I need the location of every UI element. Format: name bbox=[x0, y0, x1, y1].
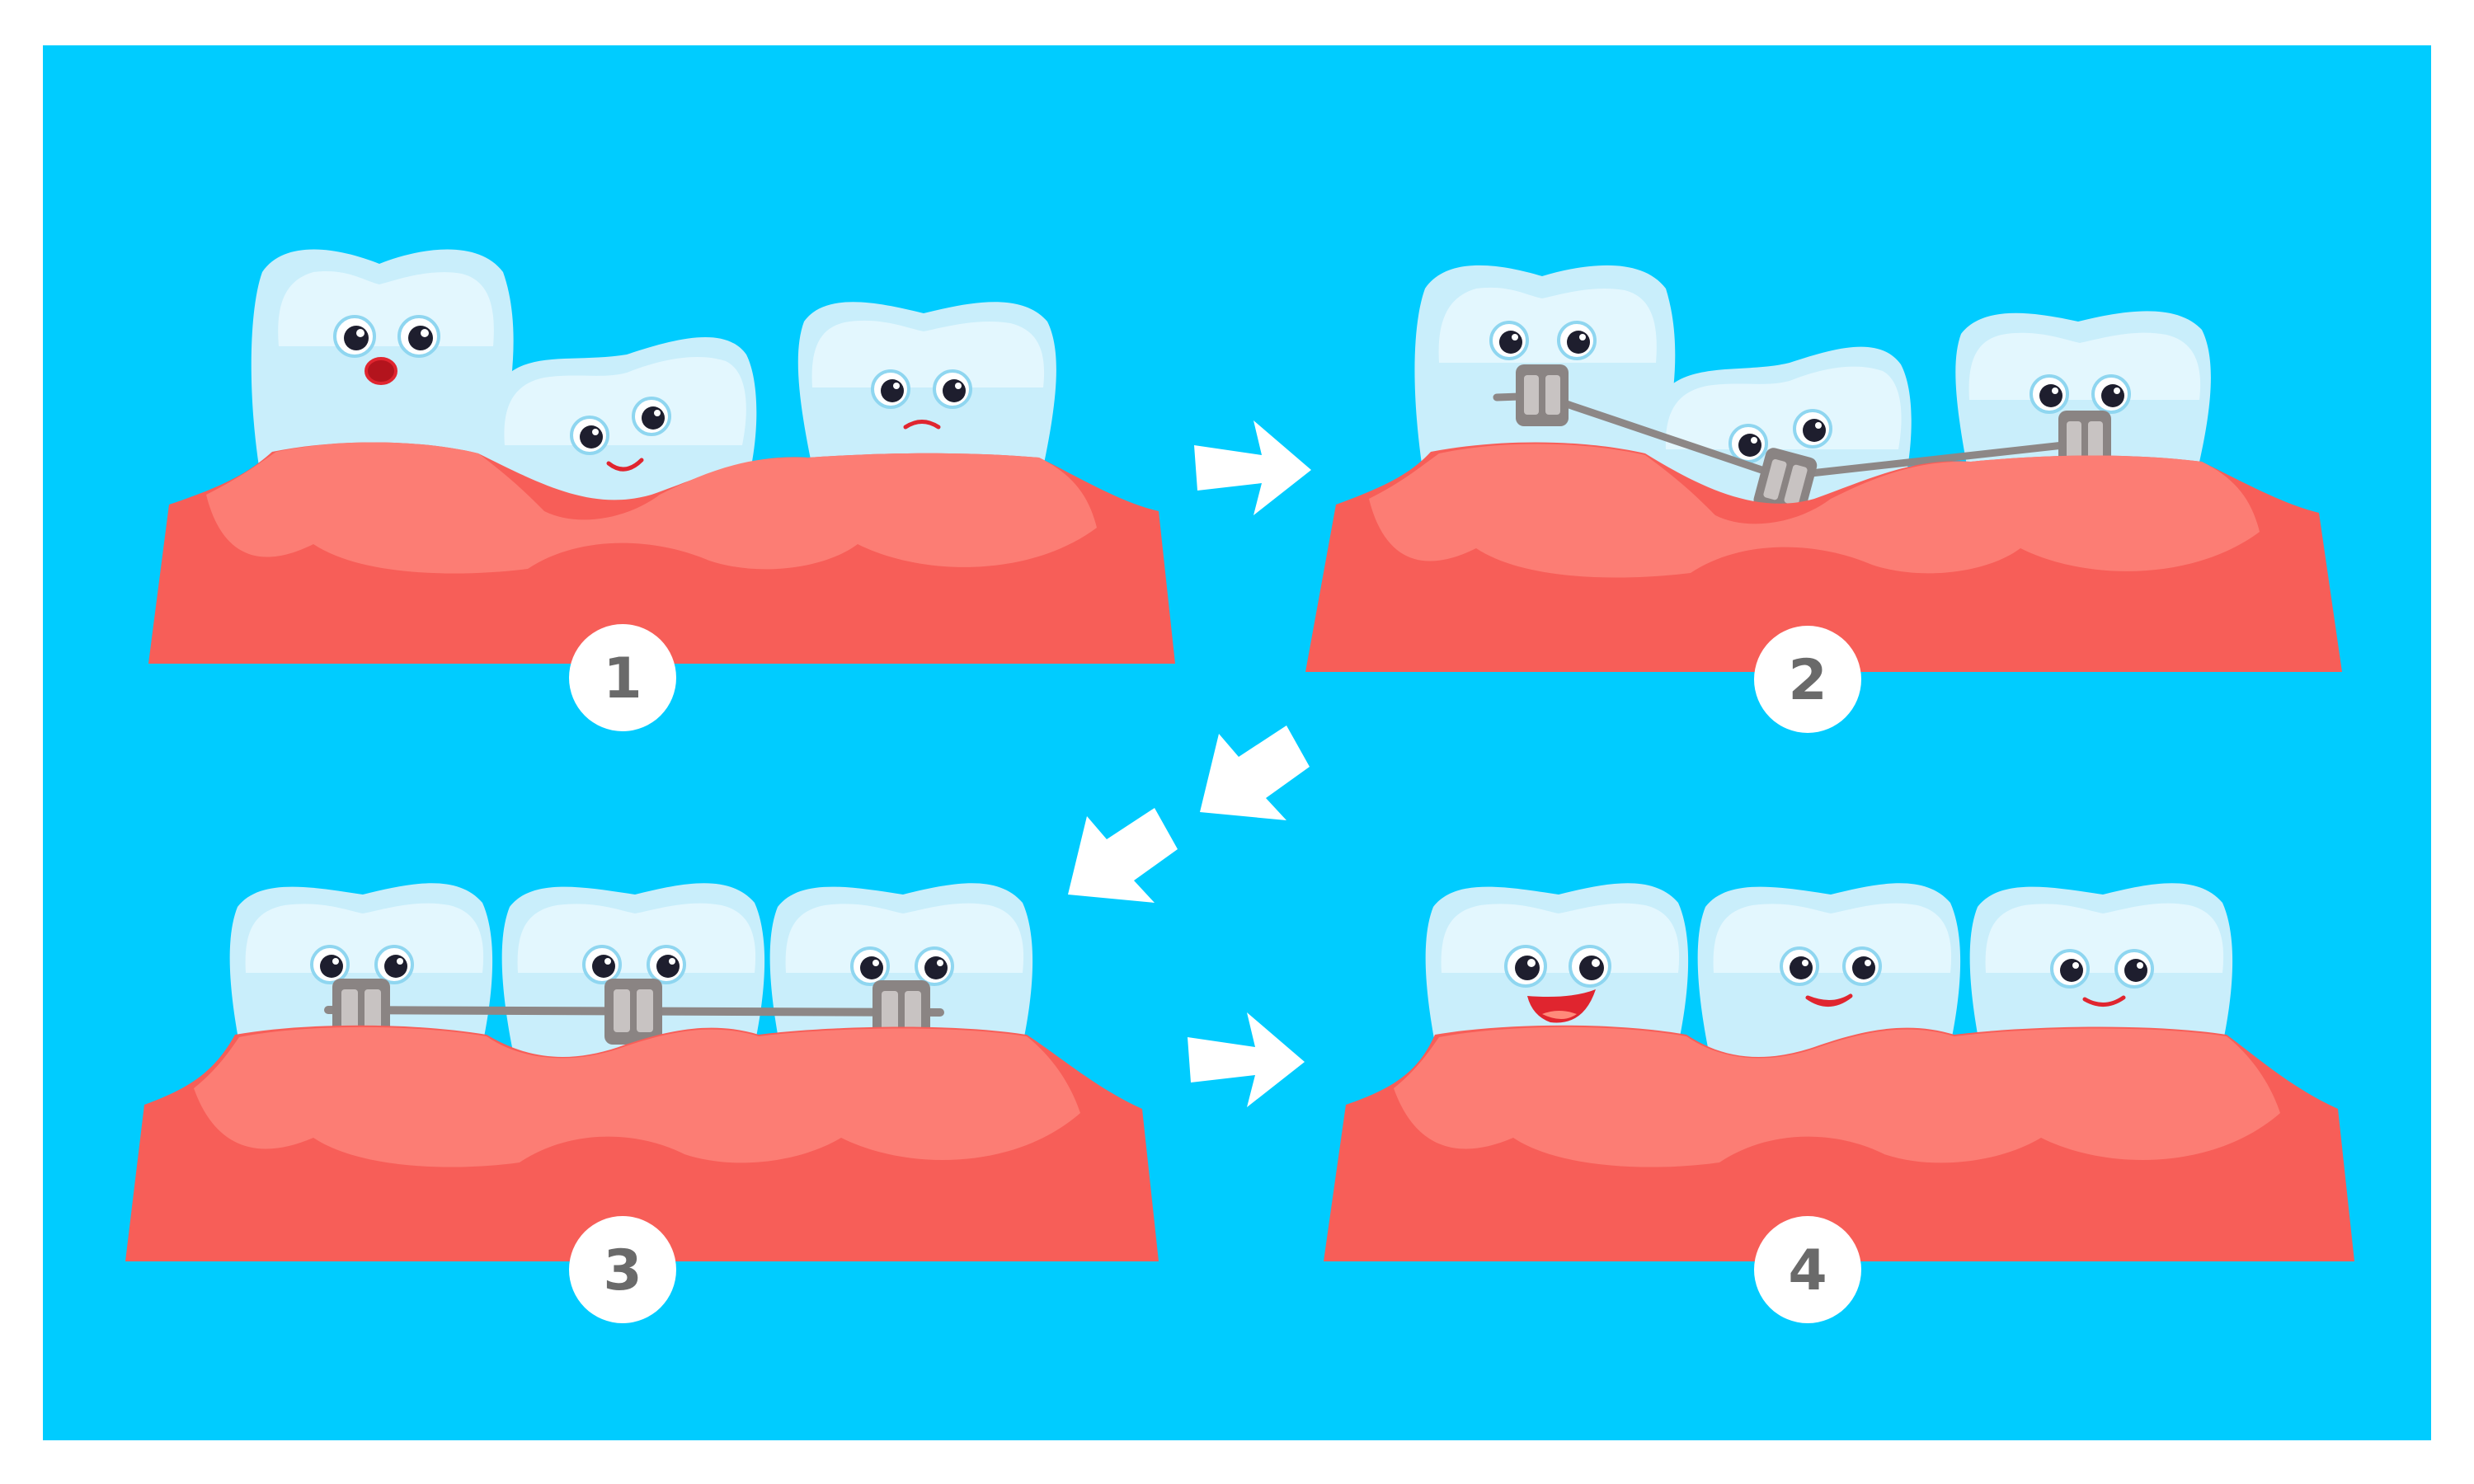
step-3-gum-highlight bbox=[194, 1026, 1080, 1167]
step-2-gum-highlight bbox=[1369, 444, 2260, 578]
step-2-tooth-2 bbox=[1649, 346, 1912, 533]
step-4-panel: 4 bbox=[1324, 883, 2354, 1323]
step-3-number-badge: 3 bbox=[569, 1216, 676, 1323]
arrow-down-left-icon bbox=[1068, 808, 1178, 903]
step-3-tooth-1 bbox=[229, 883, 493, 1064]
arrow-right-icon bbox=[1188, 1012, 1305, 1107]
step-3-panel: 3 bbox=[125, 883, 1159, 1323]
arrow-right-icon bbox=[1194, 420, 1311, 515]
arrow-down-left-icon bbox=[1200, 726, 1310, 820]
step-3-number: 3 bbox=[603, 1238, 642, 1303]
step-1-number-badge: 1 bbox=[569, 624, 676, 731]
mouth-smile-icon bbox=[2082, 995, 2126, 1007]
step-1-tooth-1 bbox=[251, 249, 514, 495]
step-4-tooth-1 bbox=[1425, 883, 1689, 1064]
mouth-smile-icon bbox=[606, 458, 644, 472]
mouth-smile-icon bbox=[1805, 993, 1853, 1007]
step-2-tooth-3 bbox=[1955, 311, 2211, 486]
step-1-number: 1 bbox=[603, 646, 642, 711]
step-2-panel: 2 bbox=[1305, 265, 2342, 733]
step-4-number: 4 bbox=[1788, 1238, 1827, 1303]
mouth-surprised-icon bbox=[365, 357, 397, 385]
bracket-icon bbox=[604, 979, 662, 1045]
step-1-gum-highlight bbox=[206, 442, 1097, 574]
step-1-tooth-3 bbox=[797, 302, 1056, 486]
step-4-number-badge: 4 bbox=[1754, 1216, 1861, 1323]
bracket-icon bbox=[1516, 364, 1569, 426]
step-2-number-badge: 2 bbox=[1754, 626, 1861, 733]
step-3-tooth-2 bbox=[501, 883, 765, 1064]
step-3-tooth-3 bbox=[769, 883, 1033, 1064]
step-2-number: 2 bbox=[1788, 648, 1827, 713]
step-4-gum-highlight bbox=[1394, 1026, 2280, 1167]
step-1-panel: 1 bbox=[148, 249, 1175, 731]
mouth-worried-icon bbox=[903, 420, 941, 430]
step-4-tooth-3 bbox=[1969, 883, 2233, 1064]
step-4-tooth-2 bbox=[1697, 883, 1961, 1064]
bracket-icon bbox=[1753, 448, 1818, 518]
